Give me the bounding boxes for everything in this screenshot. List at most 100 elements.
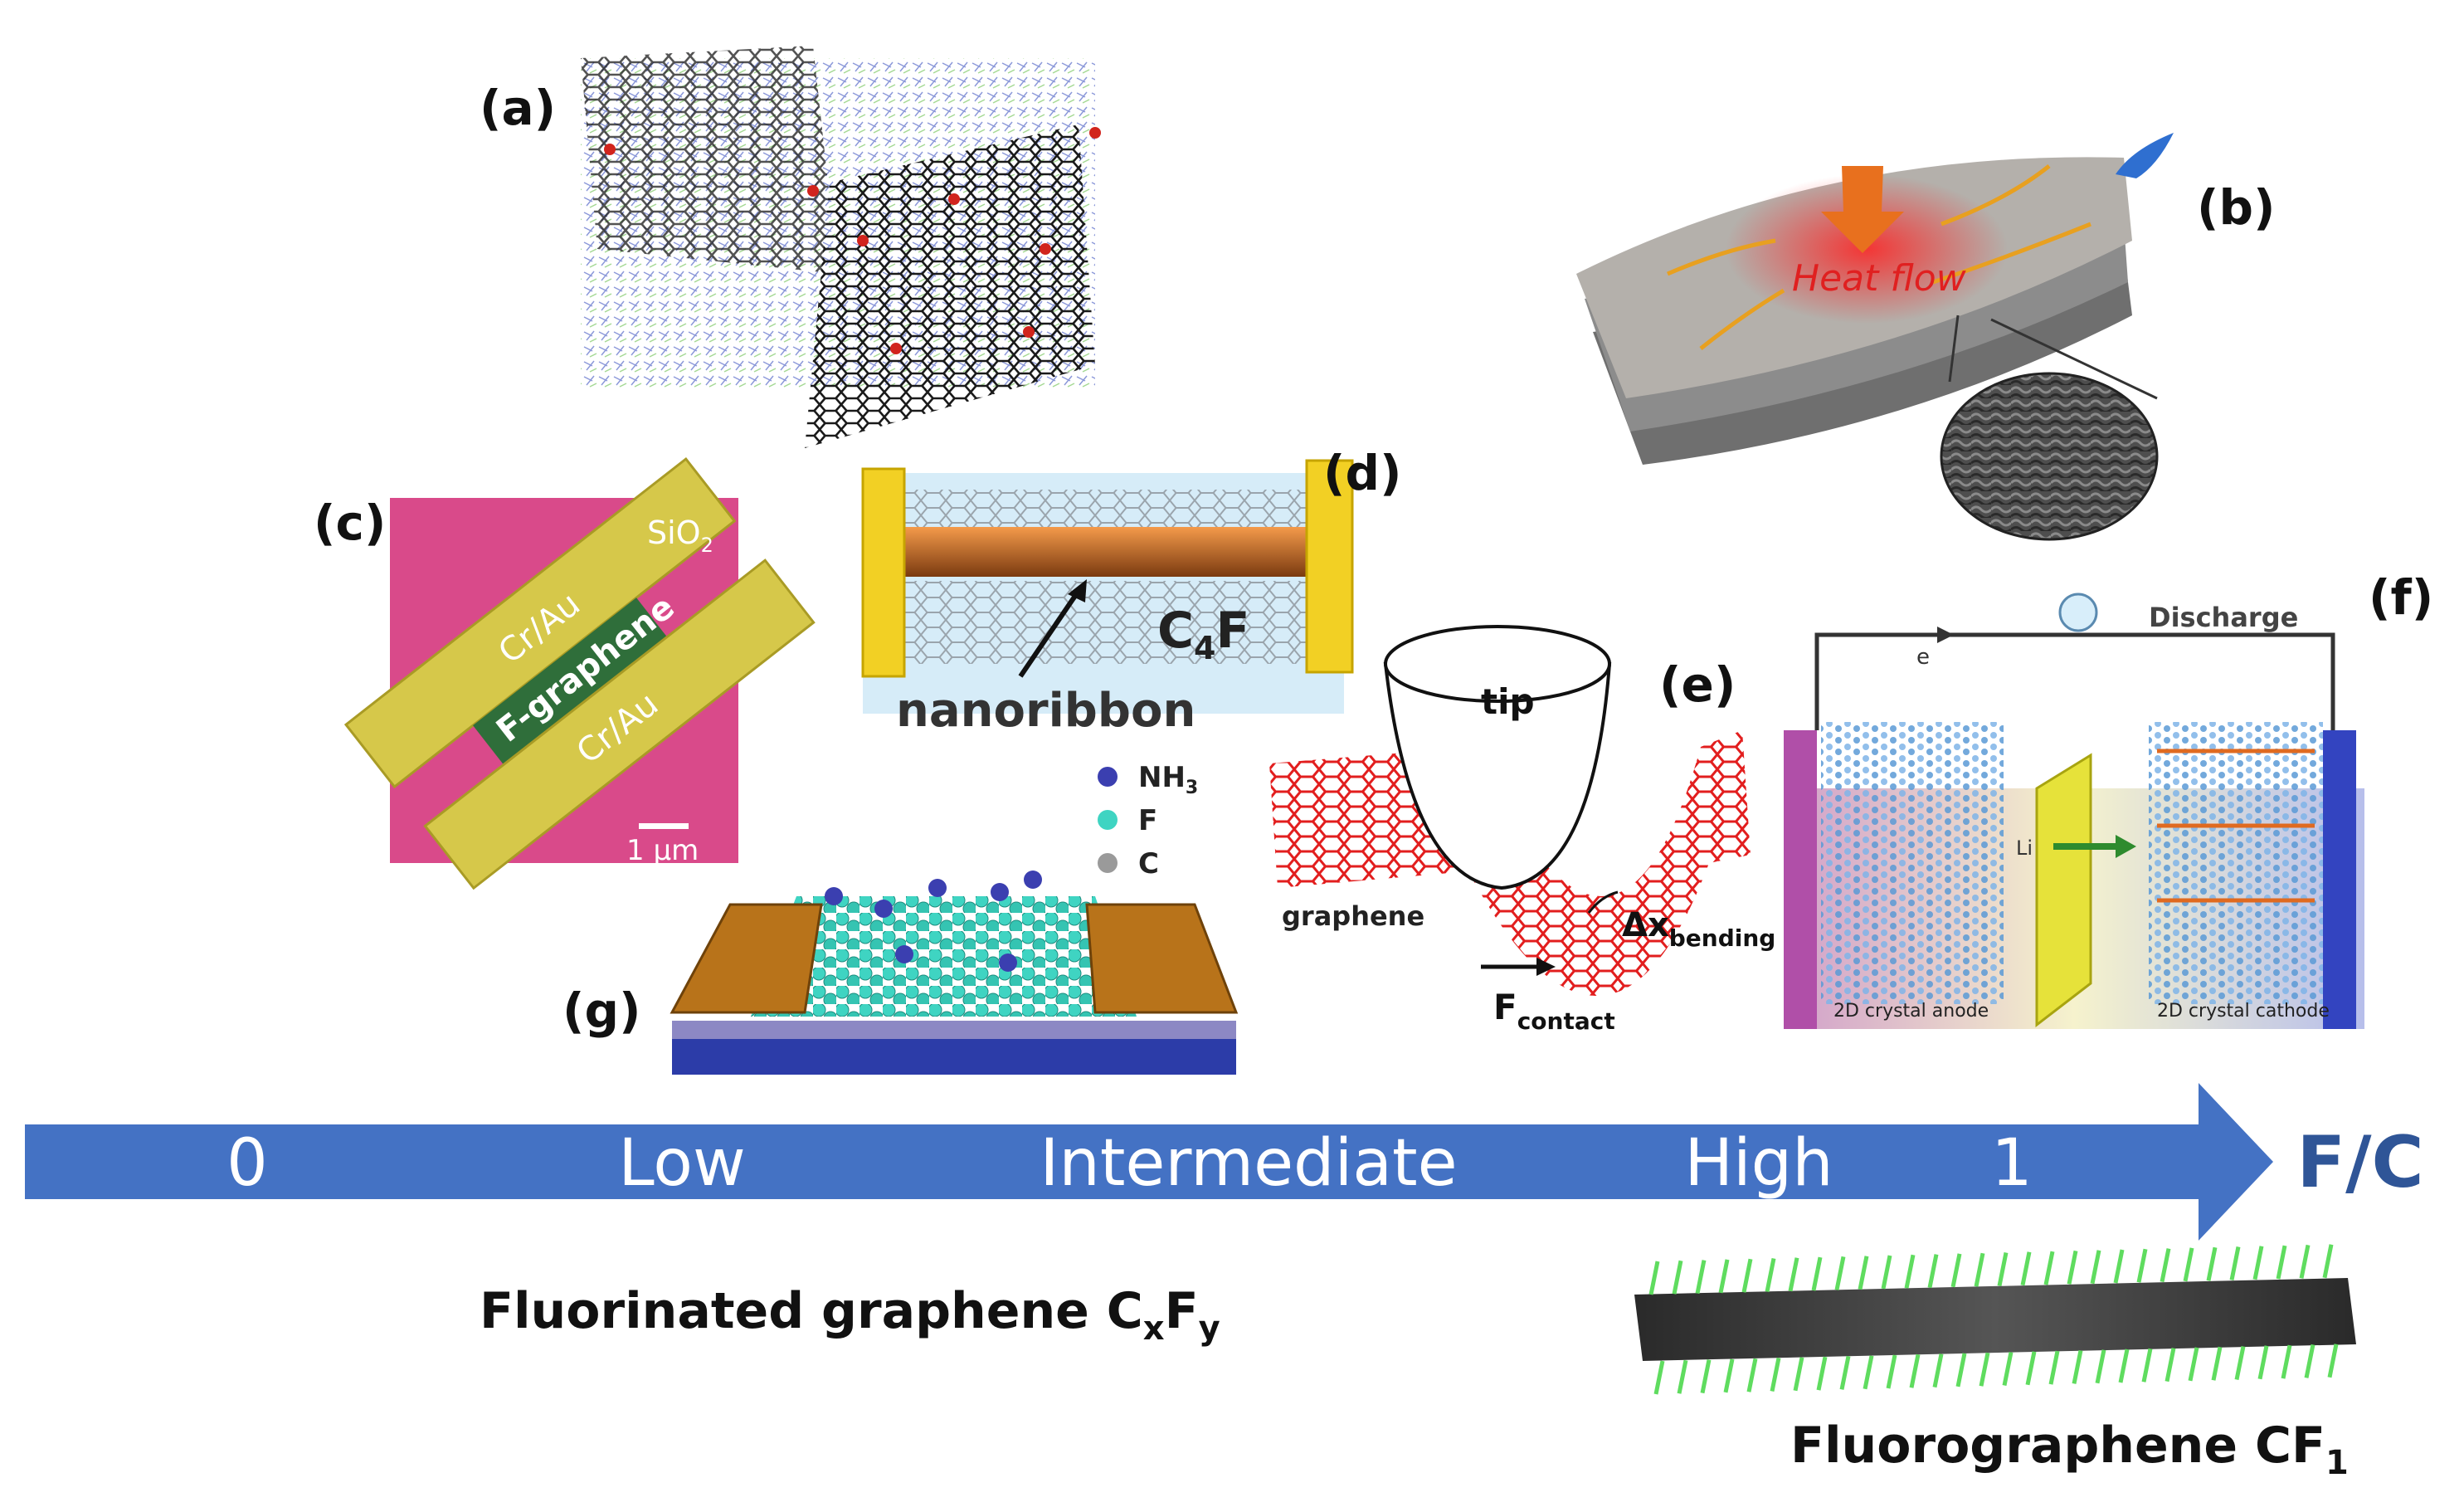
panel-c-scale-label: 1 μm <box>626 834 699 867</box>
f-atom-bond <box>1700 1359 1712 1394</box>
panel-d-electrode-left <box>861 467 906 678</box>
f-atom-bond <box>1741 1258 1753 1293</box>
panel-e-tip-top <box>1384 625 1611 703</box>
panel-c-label: (c) <box>314 495 386 551</box>
panel-d-pointer-head <box>1068 579 1087 602</box>
f-atom-bond <box>2183 1247 2194 1282</box>
panel-e-sheet-label: graphene <box>1282 900 1424 932</box>
f-atom-bond <box>2327 1344 2339 1378</box>
f-atom-bond <box>2281 1344 2292 1379</box>
f-atom-bond <box>2276 1245 2287 1280</box>
f-atom-bond <box>2206 1246 2218 1281</box>
f-atom-bond <box>1886 1354 1897 1389</box>
legend-marker <box>1098 853 1118 873</box>
f-atom-bond <box>2020 1251 2032 1286</box>
fluorographene-body <box>1634 1278 2356 1361</box>
panel-g-nh3-molecules <box>825 871 1042 972</box>
panel-b: Heat flow (b) <box>1576 133 2276 541</box>
legend-label: C <box>1138 847 1159 880</box>
panel-e-tip-label: tip <box>1481 681 1535 722</box>
f-atom-bond <box>1718 1259 1730 1294</box>
f-atom-bond <box>1904 1254 1916 1289</box>
f-atom-bond <box>1695 1260 1707 1295</box>
panel-d: C4F nanoribbon (d) <box>861 445 1402 738</box>
f-atom-bond <box>1765 1258 1776 1292</box>
f-atom-bond <box>2136 1248 2148 1283</box>
panel-a: (a) <box>480 46 1101 448</box>
panel-f-ion: Li <box>2016 836 2033 860</box>
legend-label: NH3 <box>1138 761 1198 798</box>
f-atom-bond <box>1927 1254 1939 1289</box>
f-atom-bond <box>1653 1360 1665 1395</box>
panel-f-cathode-layers <box>2149 722 2323 1004</box>
panel-d-electrode-right <box>1305 459 1354 674</box>
f-atom-bond <box>2299 1244 2311 1279</box>
panel-f: Discharge e Li 2D crystal anode 2D cryst… <box>1784 569 2433 1029</box>
panel-e-force-label: Fcontact <box>1493 987 1615 1035</box>
panel-g-substrate-base <box>672 1037 1236 1075</box>
panel-d-ribbon <box>863 527 1344 577</box>
f-atom-bond <box>1932 1353 1944 1388</box>
panel-g-label: (g) <box>562 983 641 1039</box>
f-atom-bond <box>2141 1348 2153 1383</box>
f-atom-bond <box>2211 1346 2223 1381</box>
panel-f-electron-arrow <box>1937 627 1954 643</box>
f-atom-bond <box>2234 1346 2246 1380</box>
axis-tick-low: Low <box>618 1126 746 1201</box>
panel-a-front-sheet <box>805 124 1095 448</box>
panel-d-name: nanoribbon <box>896 684 1195 738</box>
axis-tick-high: High <box>1684 1126 1833 1201</box>
f-atom-bond <box>1648 1261 1660 1295</box>
f-atom-bond <box>1816 1356 1828 1391</box>
panel-c-electrode-bottom <box>423 558 816 890</box>
panel-f-separator <box>2035 753 2092 1028</box>
panel-c-device: Cr/Au F-graphene Cr/Au <box>343 456 816 890</box>
legend-marker <box>1098 767 1118 787</box>
panel-f-anode-layers <box>1821 722 2004 1004</box>
axis-unit: F/C <box>2296 1121 2423 1204</box>
f-atom-bond <box>2160 1248 2171 1283</box>
f-atom-bond <box>1881 1255 1892 1290</box>
panel-b-zoom-line-2 <box>1990 318 2158 400</box>
panel-e-force-arrow-head <box>1536 958 1556 976</box>
legend-marker <box>1098 810 1118 830</box>
f-atom-bond <box>2090 1250 2101 1285</box>
f-atom-bond <box>2043 1251 2055 1285</box>
caption-fluorographene: Fluorographene CF1 <box>1790 1417 2349 1482</box>
panel-d-label: (d) <box>1323 445 1402 501</box>
f-atom-bond <box>1672 1260 1683 1295</box>
f-atom-bond <box>2002 1352 2014 1386</box>
f-atom-bond <box>1839 1355 1851 1390</box>
panel-f-label: (f) <box>2369 569 2433 626</box>
f-atom-bond <box>2118 1348 2130 1383</box>
f-atom-bond <box>1723 1358 1735 1393</box>
panel-f-electron: e <box>1916 645 1930 670</box>
panel-a-defects <box>604 127 1101 354</box>
panel-e-bend-label: Δxbending <box>1622 906 1775 952</box>
panel-g-substrate-top <box>672 1021 1236 1039</box>
f-atom-bond <box>2322 1244 2334 1279</box>
panel-c-channel <box>473 597 667 765</box>
panel-c: Cr/Au F-graphene Cr/Au SiO2 1 μm (c) <box>314 456 816 890</box>
panel-b-sem-inset <box>1940 372 2159 541</box>
f-atom-bond <box>1997 1252 2009 1286</box>
fluorographene-f-atoms <box>1648 1244 2339 1395</box>
panel-f-cathode-label: 2D crystal cathode <box>2157 1001 2330 1022</box>
f-atom-bond <box>1909 1353 1921 1388</box>
panel-f-cathode-ions <box>2157 749 2315 903</box>
panel-e-bend-arrow <box>1587 890 1619 914</box>
f-atom-bond <box>2304 1344 2315 1378</box>
legend-label: F <box>1138 804 1157 837</box>
fluorine-ratio-axis: 0 Low Intermediate High 1 F/C <box>25 1083 2424 1241</box>
f-atom-bond <box>1788 1257 1799 1292</box>
f-atom-bond <box>2113 1249 2125 1284</box>
f-atom-bond <box>2067 1250 2078 1285</box>
f-atom-bond <box>1979 1352 1990 1387</box>
panel-f-anode-plate <box>1784 730 1817 1029</box>
f-atom-bond <box>1811 1256 1823 1291</box>
f-atom-bond <box>2252 1246 2264 1280</box>
panel-d-sheet-bottom <box>879 581 1327 664</box>
panel-g-atoms <box>751 896 1137 1017</box>
f-atom-bond <box>2257 1345 2269 1380</box>
panel-b-probe <box>2116 133 2174 178</box>
